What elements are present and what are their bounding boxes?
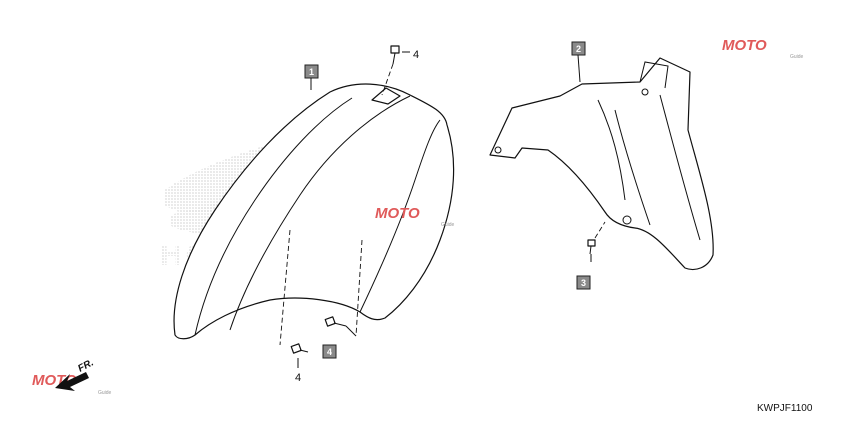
bolt-lower-left[interactable] bbox=[279, 229, 309, 368]
watermark-top-right: MOTO Guide bbox=[722, 37, 804, 60]
watermark-center: MOTO Guide bbox=[375, 205, 455, 228]
svg-text:Guide: Guide bbox=[790, 54, 804, 60]
svg-text:4: 4 bbox=[327, 347, 332, 357]
inner-fender-bracket-part[interactable] bbox=[489, 57, 714, 271]
bolt-bracket[interactable] bbox=[587, 221, 606, 262]
svg-text:FR.: FR. bbox=[76, 357, 95, 374]
bolt-lower-right[interactable] bbox=[324, 239, 363, 337]
part-tag-2[interactable]: 2 bbox=[571, 41, 586, 83]
svg-text:1: 1 bbox=[309, 67, 314, 77]
svg-text:Guide: Guide bbox=[98, 390, 112, 396]
callout-4-top: 4 bbox=[413, 49, 419, 61]
part-tag-4[interactable]: 4 bbox=[322, 344, 337, 359]
callout-4-bottom: 4 bbox=[295, 372, 301, 384]
svg-text:Guide: Guide bbox=[441, 222, 455, 228]
front-fender-part[interactable] bbox=[173, 83, 455, 340]
part-tag-3[interactable]: 3 bbox=[576, 275, 591, 290]
svg-text:MOTO: MOTO bbox=[722, 37, 767, 54]
bolt-top[interactable] bbox=[381, 45, 410, 96]
svg-text:MOTO: MOTO bbox=[375, 205, 420, 222]
drawing-code: KWPJF1100 bbox=[757, 403, 813, 414]
svg-text:3: 3 bbox=[581, 278, 586, 288]
part-tag-1[interactable]: 1 bbox=[304, 64, 319, 90]
svg-text:2: 2 bbox=[576, 44, 581, 54]
